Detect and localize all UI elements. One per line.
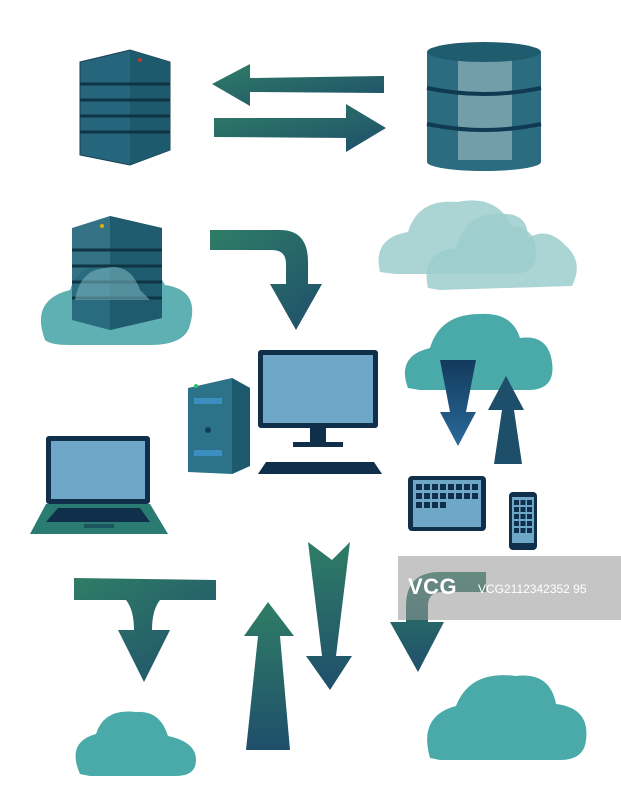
watermark-logo: VCG	[408, 574, 458, 599]
phone-key	[520, 507, 526, 512]
tablet-key	[440, 493, 446, 499]
tablet-key	[456, 493, 462, 499]
desktop-computer-icon	[188, 350, 382, 474]
tablet-key	[440, 484, 446, 490]
tablet-key	[464, 484, 470, 490]
tablet-key	[464, 493, 470, 499]
phone-key	[520, 528, 526, 533]
phone-key	[514, 521, 519, 526]
tablet-key	[432, 502, 438, 508]
down-arrow-icon	[306, 542, 352, 690]
phone-key	[514, 514, 519, 519]
tablet-key	[448, 484, 454, 490]
double-cloud-icon	[378, 200, 577, 290]
phone-key	[520, 500, 526, 505]
tablet-key	[472, 493, 478, 499]
tablet-key	[416, 484, 422, 490]
tablet-key	[416, 493, 422, 499]
cloud-icon	[427, 675, 587, 760]
phone-key	[520, 521, 526, 526]
phone-key	[514, 500, 519, 505]
cloud-sync-icon	[404, 313, 553, 464]
watermark-band	[398, 556, 621, 620]
tablet-key	[416, 502, 422, 508]
tablet-key	[456, 484, 462, 490]
tablet-key	[440, 502, 446, 508]
phone-key	[527, 528, 532, 533]
phone-key	[514, 528, 519, 533]
tablet-icon	[408, 476, 486, 531]
tablet-key	[424, 493, 430, 499]
phone-key	[527, 500, 532, 505]
server-rack-icon	[79, 49, 171, 166]
bidirectional-arrows-icon	[212, 64, 386, 152]
tablet-key	[424, 484, 430, 490]
phone-key	[520, 514, 526, 519]
phone-key	[527, 507, 532, 512]
cloud-server-icon	[40, 216, 193, 345]
up-arrow-icon	[244, 602, 294, 750]
split-arrow-icon	[74, 578, 216, 682]
tablet-key	[448, 493, 454, 499]
phone-key	[527, 514, 532, 519]
phone-key	[527, 521, 532, 526]
cloud-icon	[75, 711, 196, 776]
smartphone-icon	[509, 492, 537, 550]
tablet-key	[424, 502, 430, 508]
tablet-key	[432, 484, 438, 490]
tablet-key	[472, 484, 478, 490]
phone-key	[514, 507, 519, 512]
watermark-id: VCG2112342352 95	[478, 582, 587, 596]
curved-arrow-icon	[210, 230, 322, 330]
laptop-icon	[30, 436, 168, 534]
tablet-key	[432, 493, 438, 499]
database-icon	[426, 42, 542, 171]
